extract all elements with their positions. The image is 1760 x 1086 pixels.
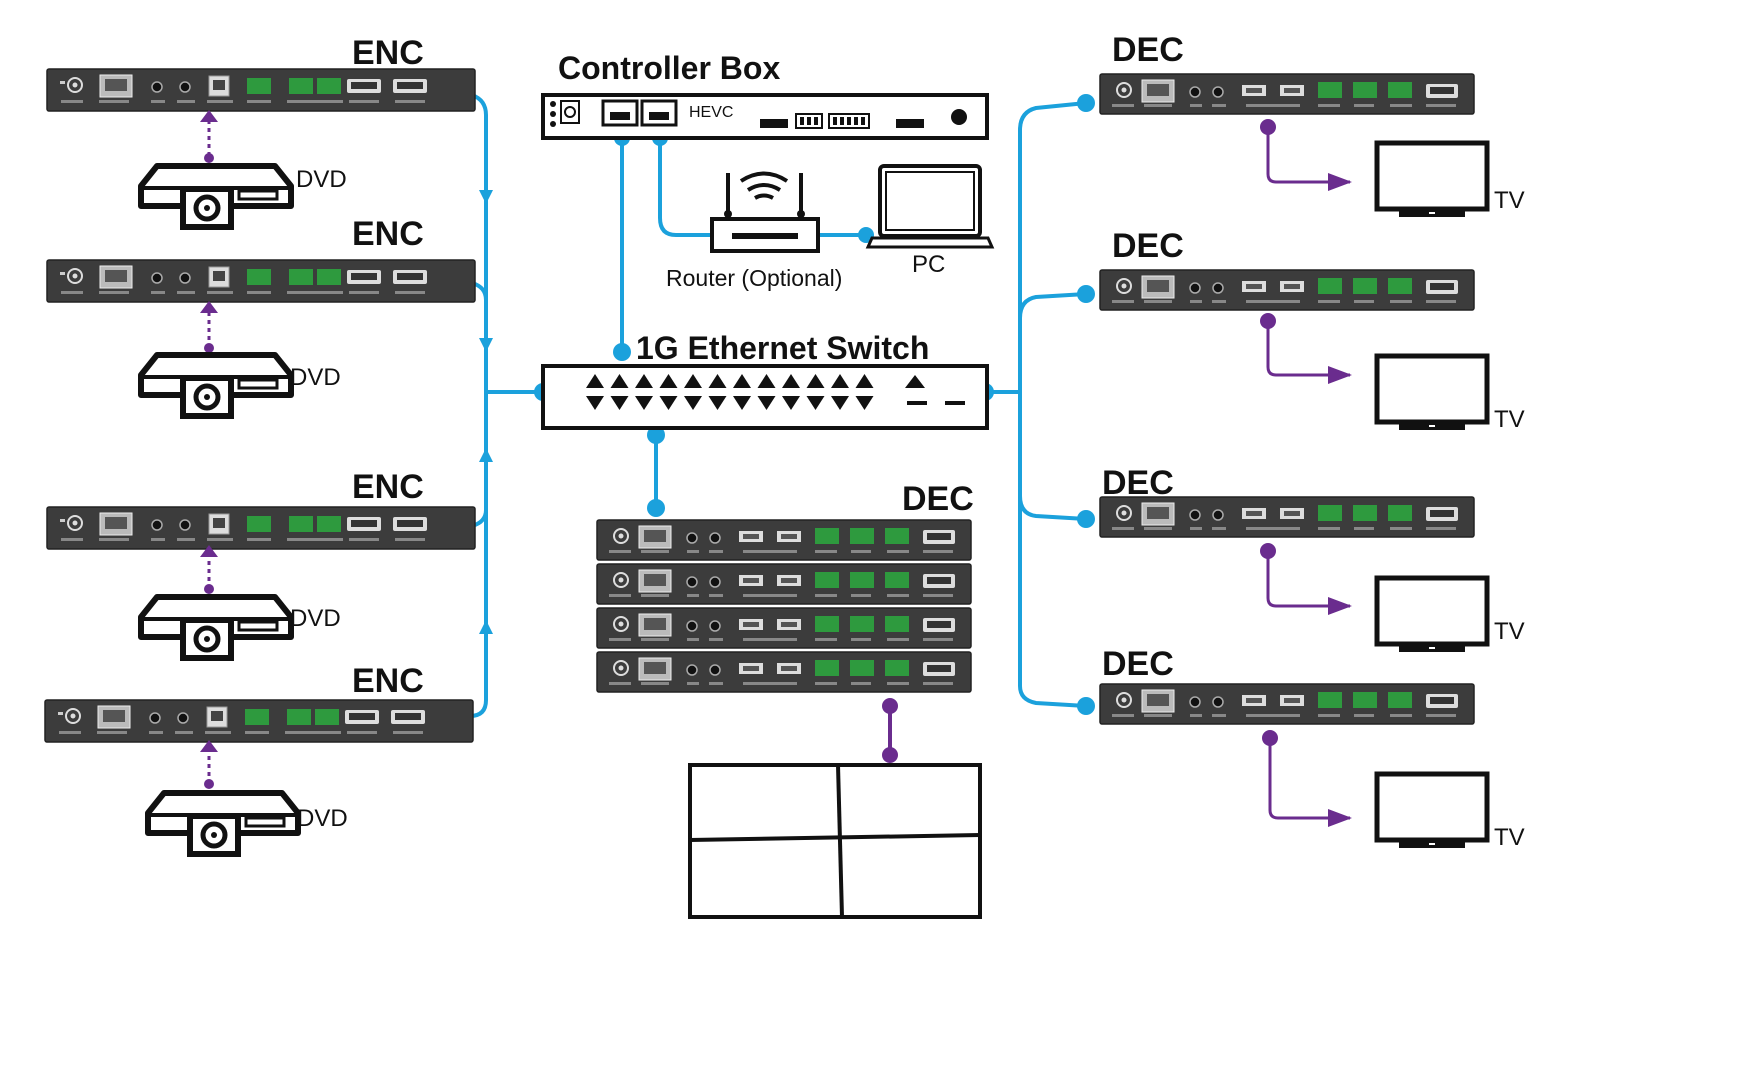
switch-port-up-icon (831, 374, 849, 388)
encoder-3: ENC (46, 468, 476, 550)
switch-port-down-icon (782, 396, 800, 410)
tv-label-3: TV (1494, 618, 1525, 645)
switch-port-down-icon (635, 396, 653, 410)
tv-icon (1377, 774, 1487, 848)
encoder-4: ENC (44, 662, 474, 743)
tv-video-links (1266, 127, 1352, 827)
tv-label-1: TV (1494, 187, 1525, 214)
dvd-video-arrows (200, 110, 218, 789)
dvd-icon (141, 355, 291, 416)
switch-port-up-icon (659, 374, 678, 388)
dvd-icon (141, 597, 291, 658)
tv-1: TV (1377, 143, 1525, 217)
tv-3: TV (1377, 578, 1525, 652)
switch-port-up-icon (586, 374, 604, 388)
dec-label-wall: DEC (902, 480, 974, 518)
enc-label-3: ENC (352, 468, 424, 506)
enc-label-2: ENC (352, 215, 424, 253)
dec3-link (1018, 495, 1087, 521)
dec-label-1: DEC (1112, 31, 1184, 69)
tv-icon (1377, 356, 1487, 430)
tv-icon (1377, 143, 1487, 217)
decoder-2: DEC (1099, 227, 1475, 311)
dvd-label-2: DVD (290, 364, 341, 391)
video-wall-link (882, 698, 898, 763)
video-wall-decoders: DEC (596, 480, 974, 693)
tv-label-2: TV (1494, 406, 1525, 433)
switch-port-down-icon (757, 396, 776, 410)
encoder-2: ENC (46, 215, 476, 303)
dec2-link (1018, 292, 1087, 319)
wifi-icon (739, 171, 789, 200)
tv-4: TV (1377, 774, 1525, 851)
dvd-player-3: DVD (141, 597, 341, 658)
switch-port-down-icon (659, 396, 678, 410)
switch-port-up-icon (855, 374, 874, 388)
laptop-icon (865, 164, 995, 249)
switch-port-down-icon (684, 396, 702, 410)
tv-2: TV (1377, 356, 1525, 433)
dvd-player-2: DVD (141, 355, 341, 416)
switch-port-up-icon (782, 374, 800, 388)
dec-label-4: DEC (1102, 645, 1174, 683)
enc-label-4: ENC (352, 662, 424, 700)
dec-label-2: DEC (1112, 227, 1184, 265)
lan-port-2 (640, 99, 678, 127)
enc-label-1: ENC (352, 34, 424, 72)
switch-port-down-icon (610, 396, 629, 410)
dvd-label-3: DVD (290, 605, 341, 632)
switch-title: 1G Ethernet Switch (636, 330, 929, 366)
switch-port-down-icon (586, 396, 604, 410)
dvd-label-1: DVD (296, 166, 347, 193)
pc: PC (865, 164, 995, 278)
trunk-arrows (479, 190, 493, 634)
controller-title: Controller Box (558, 50, 780, 86)
dvd-icon (141, 166, 291, 227)
router-label: Router (Optional) (666, 265, 842, 291)
controller-router-line (658, 138, 712, 237)
switch-port-down-icon (855, 396, 874, 410)
switch-port-down-icon (831, 396, 849, 410)
dvd-icon (148, 793, 298, 854)
tv-icon (1377, 578, 1487, 652)
ethernet-wiring (440, 93, 1087, 718)
dec-label-3: DEC (1102, 464, 1174, 502)
switch-port-up-icon (733, 374, 751, 388)
tv-video-dots (1260, 119, 1278, 746)
switch-ports (586, 374, 874, 410)
switch-port-down-icon (733, 396, 751, 410)
switch-port-down-icon (708, 396, 727, 410)
decoder-1: DEC (1099, 31, 1475, 115)
dec-trunk-vertical (1018, 101, 1087, 708)
encoder-1: ENC (46, 34, 476, 112)
tv-label-4: TV (1494, 824, 1525, 851)
switch-port-up-icon (610, 374, 629, 388)
switch-port-up-icon (635, 374, 653, 388)
dvd-label-4: DVD (297, 805, 348, 832)
controller-model: HEVC (689, 104, 733, 121)
switch-port-up-icon (757, 374, 776, 388)
dvd-player-4: DVD (148, 793, 348, 854)
switch-port-up-icon (684, 374, 702, 388)
pc-label: PC (912, 251, 945, 278)
switch-port-up-icon (708, 374, 727, 388)
decoder-4: DEC (1099, 645, 1475, 725)
switch-port-up-icon (806, 374, 825, 388)
switch-port-down-icon (806, 396, 825, 410)
enc-trunk-line (440, 93, 488, 718)
ethernet-switch: 1G Ethernet Switch (541, 330, 989, 430)
decoder-3: DEC (1099, 464, 1475, 538)
controller-box: Controller Box HEVC (541, 50, 989, 140)
video-wall (688, 763, 982, 919)
router: Router (Optional) (666, 171, 842, 291)
dvd-player-1: DVD (141, 166, 347, 227)
